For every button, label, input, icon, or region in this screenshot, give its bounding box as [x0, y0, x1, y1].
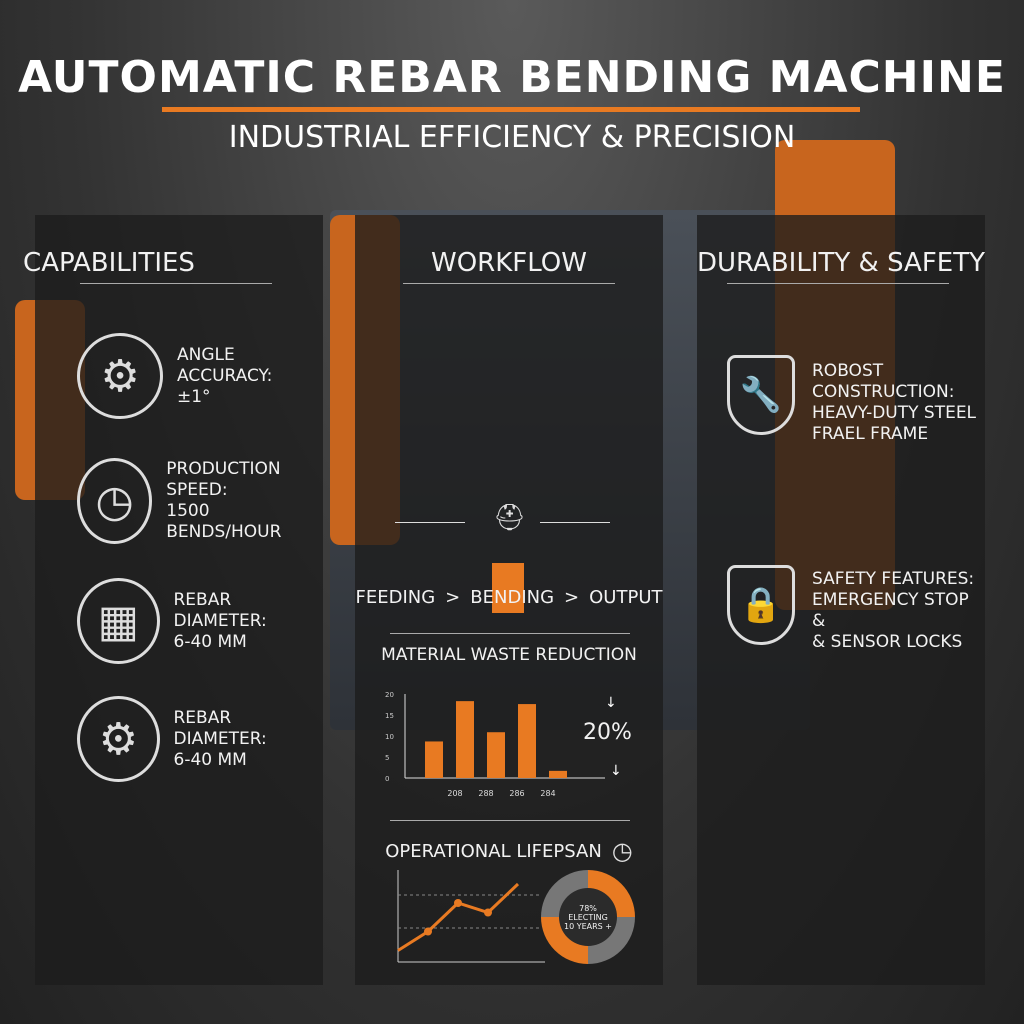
data-point [484, 908, 492, 917]
gear-icon: ⚙ [77, 696, 160, 782]
bar [487, 732, 505, 778]
lifespan-line-chart [397, 870, 545, 963]
divider [390, 820, 630, 821]
rebar-clock-icon: ◷ [77, 458, 153, 544]
divider [80, 283, 272, 284]
capabilities-panel: CAPABILITIES ⚙ANGLE ACCURACY: ±1° ◷PRODU… [23, 215, 323, 985]
donut-label: 78% ELECTING 10 YEARS + [559, 888, 617, 946]
x-tick-label: 288 [478, 789, 493, 798]
feed-arrow [395, 522, 465, 523]
safety-text: SAFETY FEATURES: EMERGENCY STOP & & SENS… [812, 569, 975, 652]
y-tick-label: 10 [385, 733, 394, 741]
durability-heading: DURABILITY & SAFETY [697, 248, 985, 278]
durability-panel: DURABILITY & SAFETY 🔧 ROBOST CONSTRUCTIO… [697, 215, 985, 985]
divider [727, 283, 949, 284]
gear-icon: ⚙ [77, 333, 163, 419]
lifespan-donut: 78% ELECTING 10 YEARS + [541, 870, 635, 964]
durability-text: ROBOST CONSTRUCTION: HEAVY-DUTY STEEL FR… [812, 361, 977, 444]
bar [518, 704, 536, 778]
page-subtitle: INDUSTRIAL EFFICIENCY & PRECISION [228, 120, 796, 155]
capability-text: ANGLE ACCURACY: ±1° [177, 344, 273, 407]
shield-lock-icon: 🔒 [727, 565, 795, 645]
capability-text: REBAR DIAMETER: 6-40 MM [173, 589, 267, 652]
divider [403, 283, 615, 284]
waste-title: MATERIAL WASTE REDUCTION [381, 645, 637, 665]
capability-item: ▦REBAR DIAMETER: 6-40 MM [77, 578, 323, 664]
capabilities-heading: CAPABILITIES [23, 248, 195, 278]
bar [425, 741, 443, 778]
waste-percent: 20% [583, 720, 632, 745]
title-underline [162, 107, 860, 112]
data-point [424, 927, 432, 936]
bar [456, 701, 474, 778]
page-title: AUTOMATIC REBAR BENDING MACHINE [18, 52, 1006, 103]
down-arrow-icon: ↓ [605, 695, 617, 711]
capability-text: REBAR DIAMETER: 6-40 MM [173, 707, 267, 770]
x-tick-label: 208 [447, 789, 462, 798]
y-tick-label: 20 [385, 691, 394, 699]
y-tick-label: 5 [385, 754, 389, 762]
helmet-icon: ⛑ [493, 503, 527, 533]
divider [390, 633, 630, 634]
x-tick-label: 284 [540, 789, 555, 798]
workflow-heading: WORKFLOW [431, 248, 587, 278]
bending-icon [492, 563, 524, 613]
capability-item: ⚙REBAR DIAMETER: 6-40 MM [77, 696, 323, 782]
line-series [397, 882, 520, 952]
workflow-steps: FEEDING > BENDING > OUTPUT [355, 587, 663, 608]
data-point [454, 899, 462, 907]
step-separator: > [564, 587, 580, 608]
feed-arrow [540, 522, 610, 523]
capability-item: ◷PRODUCTION SPEED: 1500 BENDS/HOUR [77, 458, 323, 544]
capability-text: PRODUCTION SPEED: 1500 BENDS/HOUR [166, 459, 282, 542]
bar [549, 770, 567, 778]
y-tick-label: 15 [385, 712, 394, 720]
step-bending: BENDING [470, 587, 555, 608]
x-tick-label: 286 [509, 789, 524, 798]
down-arrow-icon: ↓ [610, 763, 622, 779]
lifespan-header: OPERATIONAL LIFEPSAN ◷ [355, 837, 663, 865]
y-tick-label: 0 [385, 775, 389, 783]
rebar-bundle-icon: ▦ [77, 578, 160, 664]
capability-item: ⚙ANGLE ACCURACY: ±1° [77, 333, 272, 419]
shield-wrench-icon: 🔧 [727, 355, 795, 435]
step-feeding: FEEDING [355, 587, 436, 608]
waste-bar-chart: 20 15 10 5 0 208 288 286 284 ↓ ↓ [385, 691, 622, 798]
clock-icon: ◷ [611, 837, 633, 865]
step-output: OUTPUT [589, 587, 663, 608]
workflow-panel: WORKFLOW ⛑ FEEDING > BENDING > OUTPUT MATERI… [355, 215, 663, 985]
lifespan-title: OPERATIONAL LIFEPSAN [385, 840, 602, 862]
step-separator: > [445, 587, 461, 608]
